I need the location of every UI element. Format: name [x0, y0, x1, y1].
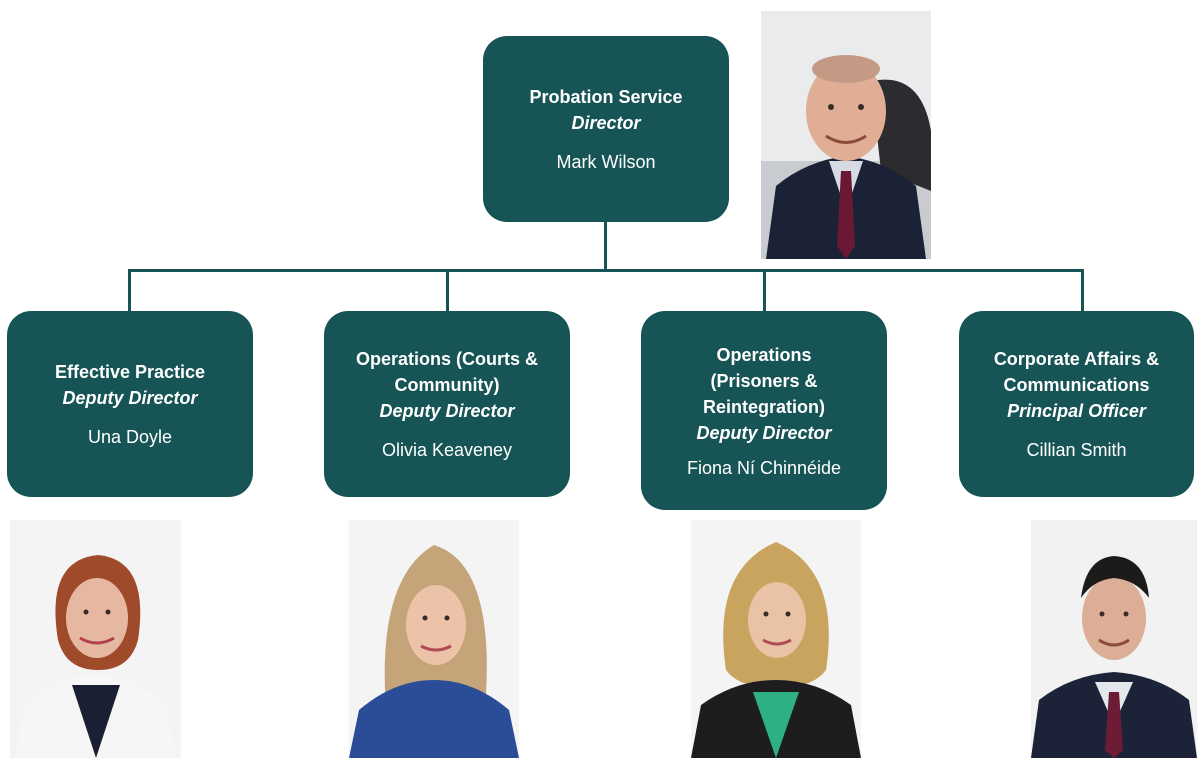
- deputy-2-unit-line-1: Operations (Courts &: [355, 349, 538, 369]
- deputy-1-role: Deputy Director: [62, 388, 198, 408]
- deputy-box-operations-prisoners: Operations (Prisoners & Reintegration) D…: [641, 311, 887, 510]
- director-role: Director: [571, 113, 641, 133]
- connector-drop-2: [446, 269, 449, 311]
- deputy-box-corporate-affairs: Corporate Affairs & Communications Princ…: [959, 311, 1194, 497]
- director-box: Probation Service Director Mark Wilson: [483, 36, 729, 222]
- deputy-3-photo: [691, 520, 861, 758]
- director-name: Mark Wilson: [556, 152, 656, 172]
- deputy-4-photo: [1031, 520, 1197, 758]
- deputy-2-role: Deputy Director: [379, 401, 515, 421]
- deputy-3-unit-line-1: Operations: [716, 344, 812, 365]
- deputy-box-effective-practice: Effective Practice Deputy Director Una D…: [7, 311, 253, 497]
- director-photo: [761, 11, 931, 259]
- deputy-3-name: Fiona Ní Chinnéide: [686, 457, 842, 478]
- deputy-3-unit-line-3: Reintegration): [702, 396, 825, 417]
- deputy-1-photo: [10, 520, 181, 758]
- connector-drop-3: [763, 269, 766, 311]
- connector-horizontal: [128, 269, 1084, 272]
- connector-drop-4: [1081, 269, 1084, 311]
- deputy-4-unit-line-1: Corporate Affairs &: [993, 349, 1160, 369]
- deputy-3-unit-line-2: (Prisoners &: [710, 370, 818, 391]
- connector-drop-1: [128, 269, 131, 311]
- deputy-2-unit-line-2: Community): [394, 375, 500, 395]
- director-unit: Probation Service: [529, 87, 683, 107]
- deputy-4-unit-line-2: Communications: [1003, 375, 1150, 395]
- deputy-3-role: Deputy Director: [696, 422, 832, 443]
- deputy-1-name: Una Doyle: [87, 427, 173, 447]
- deputy-box-operations-courts: Operations (Courts & Community) Deputy D…: [324, 311, 570, 497]
- deputy-2-name: Olivia Keaveney: [381, 440, 513, 460]
- deputy-4-name: Cillian Smith: [1026, 440, 1127, 460]
- connector-director-down: [604, 220, 607, 271]
- deputy-1-unit-line-1: Effective Practice: [54, 362, 206, 382]
- deputy-4-role: Principal Officer: [1007, 401, 1146, 421]
- deputy-2-photo: [349, 520, 519, 758]
